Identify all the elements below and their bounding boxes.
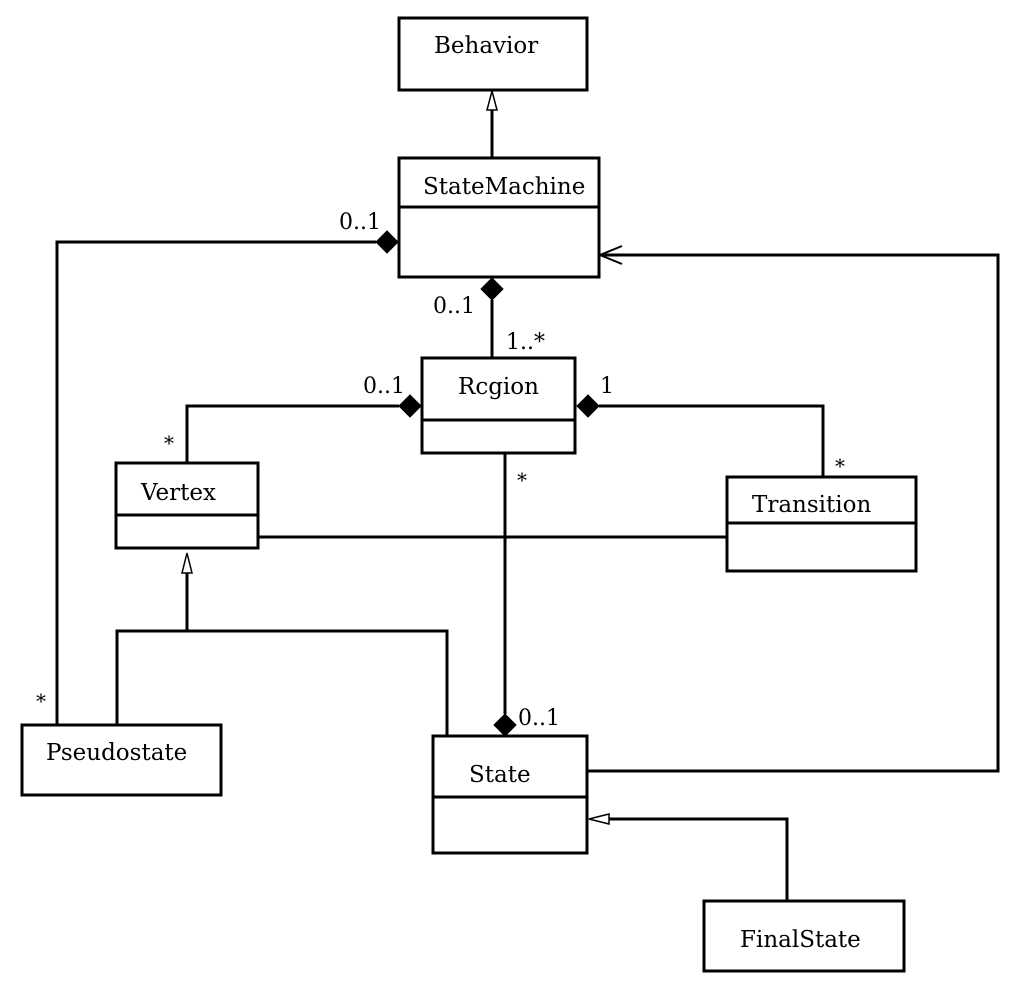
class-transition: Transition <box>725 475 918 573</box>
class-name: StateMachine <box>423 174 585 200</box>
class-pseudostate: Pseudostate <box>20 723 223 797</box>
class-name: Behavior <box>434 33 538 59</box>
association-region-transition <box>599 404 825 477</box>
multiplicity-label: * <box>36 689 46 713</box>
class-name: Transition <box>752 492 871 518</box>
class-name: Vertex <box>140 480 216 506</box>
multiplicity-label: * <box>835 454 845 478</box>
class-state: State <box>431 734 589 855</box>
multiplicity-label: 1 <box>600 374 614 399</box>
class-behavior: Behavior <box>397 16 589 92</box>
generalization-arrowhead-behavior <box>486 88 498 111</box>
class-name: State <box>469 762 531 788</box>
multiplicity-label: 0..1 <box>363 374 405 399</box>
generalization-finalstate-state <box>609 817 789 901</box>
association-statemachine-pseudostate <box>55 240 376 724</box>
generalization-arrowhead-state <box>588 813 610 825</box>
association-state-statemachine <box>588 253 1000 773</box>
generalization-arrowhead-vertex <box>181 552 193 574</box>
class-name: Pseudostate <box>46 740 187 766</box>
multiplicity-label: 0..1 <box>433 294 475 319</box>
composition-diamond-state-region <box>493 713 517 737</box>
multiplicity-label: 0..1 <box>339 210 381 235</box>
class-final-state: FinalState <box>702 899 906 973</box>
multiplicity-label: 0..1 <box>518 706 560 731</box>
composition-diamond-statemachine-region <box>480 277 504 301</box>
multiplicity-label: * <box>164 431 174 455</box>
composition-diamond-region-transition <box>576 394 600 418</box>
multiplicity-label: * <box>517 468 527 492</box>
class-region: Rcgion <box>420 356 577 455</box>
class-name: Rcgion <box>458 374 539 400</box>
generalization-pseudostate-vertex <box>115 629 449 735</box>
class-name: FinalState <box>740 927 861 953</box>
class-vertex: Vertex <box>114 461 260 550</box>
association-region-vertex <box>185 404 399 462</box>
class-state-machine: StateMachine <box>397 156 601 279</box>
multiplicity-label: 1..* <box>506 330 545 355</box>
